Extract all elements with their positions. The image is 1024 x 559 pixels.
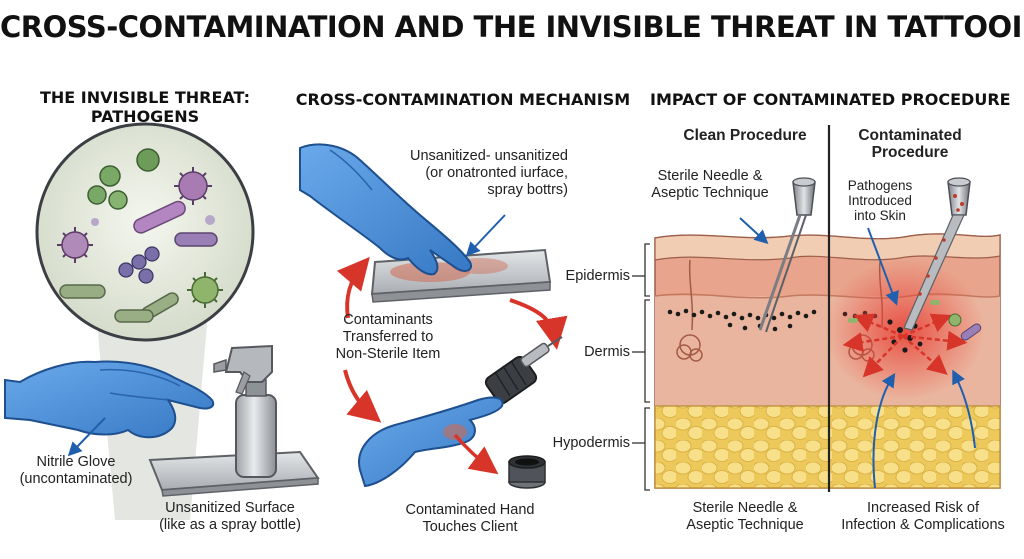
pathogens-introduced-label: Pathogens Introduced into Skin: [838, 178, 922, 223]
pathogens-heading-line2: PATHOGENS: [90, 107, 200, 126]
mechanism-panel: [299, 143, 568, 489]
glove-label-line2: (uncontaminated): [19, 471, 133, 487]
surface-label: Unsanitized Surface (like as a spray bot…: [140, 500, 320, 534]
virus-icon-1: [174, 167, 212, 205]
surface-label-line2: (like as a spray bottle): [159, 517, 301, 533]
transfer-label-line2: Transferred to: [342, 329, 434, 345]
transfer-label: Contaminants Transferred to Non-Sterile …: [318, 312, 458, 363]
mechanism-heading: CROSS-CONTAMINATION MECHANISM: [295, 90, 631, 109]
page-title: CROSS-CONTAMINATION AND THE INVISIBLE TH…: [0, 10, 1024, 44]
surface-note: Unsanitized- unsanitized (or onatronted …: [390, 148, 568, 199]
cycle-arrow-right: [509, 298, 568, 350]
virus-icon-2: [57, 227, 93, 263]
fat-layer: [654, 405, 1001, 489]
hypodermis-label: Hypodermis: [552, 435, 630, 451]
bottom-clean-label: Sterile Needle & Aseptic Technique: [670, 500, 820, 534]
glove-label: Nitrile Glove (uncontaminated): [8, 454, 144, 488]
microbe-cluster: [57, 148, 223, 323]
hand-label: Contaminated Hand Touches Client: [390, 502, 550, 536]
glove-label-line1: Nitrile Glove: [36, 454, 116, 470]
sterile-needle-label-line1: Sterile Needle &: [657, 168, 763, 184]
impact-panel: [632, 125, 1001, 492]
infection-risk-label-line1: Increased Risk of: [866, 500, 980, 516]
inflammation-zone: [825, 260, 985, 400]
hand-label-line1: Contaminated Hand: [405, 502, 535, 518]
surface-note-line1: Unsanitized- unsanitized: [410, 148, 568, 164]
surface-note-line3: spray bottrs): [487, 182, 568, 198]
pathogens-introduced-line1: Pathogens: [847, 178, 913, 193]
tattoo-machine-icon: [484, 336, 563, 405]
virus-icon-3: [187, 272, 223, 308]
sterile-needle-label-line2: Aseptic Technique: [651, 185, 769, 201]
spray-bottle-icon: [213, 344, 277, 478]
layer-brackets: [632, 243, 650, 491]
dermis-label: Dermis: [584, 344, 630, 360]
pathogens-heading: THE INVISIBLE THREAT: PATHOGENS: [35, 88, 255, 126]
cycle-arrow-up: [336, 256, 370, 319]
sterile-needle-icon: [758, 177, 816, 333]
contaminated-title-line1: Contaminated: [858, 127, 962, 144]
clean-procedure-title: Clean Procedure: [683, 127, 807, 144]
cycle-arrow-down: [343, 369, 382, 423]
bottom-clean-label-line2: Aseptic Technique: [686, 517, 804, 533]
pathogens-introduced-line2: Introduced: [848, 193, 912, 208]
contaminated-needle-icon: [903, 177, 971, 331]
bottom-clean-label-line1: Sterile Needle &: [692, 500, 798, 516]
lower-glove: [358, 396, 504, 488]
pathogens-introduced-line3: into Skin: [854, 208, 906, 223]
transfer-label-line3: Non-Sterile Item: [335, 346, 441, 362]
contaminated-title-line2: Procedure: [871, 144, 949, 161]
surface-note-line2: (or onatronted iurface,: [425, 165, 568, 181]
upper-glove: [299, 143, 472, 276]
transfer-label-line1: Contaminants: [343, 312, 433, 328]
pathogen-panel: [3, 122, 320, 520]
pathogens-heading-line1: THE INVISIBLE THREAT:: [40, 88, 250, 107]
ink-cap-icon: [508, 455, 546, 489]
impact-heading: IMPACT OF CONTAMINATED PROCEDURE: [650, 90, 1011, 109]
infection-risk-label-line2: Infection & Complications: [841, 517, 1005, 533]
sterile-needle-label: Sterile Needle & Aseptic Technique: [640, 168, 780, 202]
nitrile-glove: [3, 360, 215, 439]
contaminated-procedure-title: Contaminated Procedure: [840, 127, 980, 161]
epidermis-label: Epidermis: [565, 268, 630, 284]
hand-label-line2: Touches Client: [422, 519, 518, 535]
surface-label-line1: Unsanitized Surface: [165, 500, 295, 516]
infection-risk-label: Increased Risk of Infection & Complicati…: [826, 500, 1020, 534]
